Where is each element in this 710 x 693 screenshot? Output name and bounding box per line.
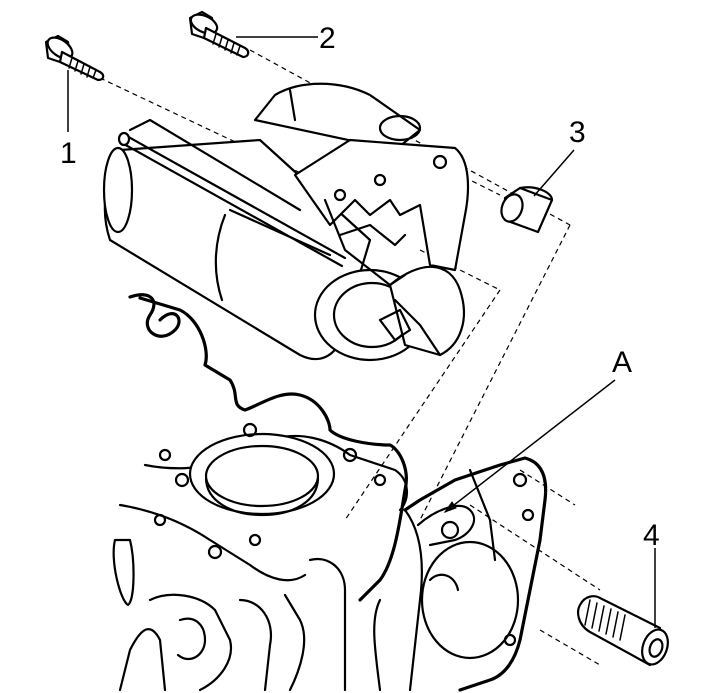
bolt-2 — [188, 10, 250, 59]
starter-motor — [102, 82, 470, 362]
callout-1-label: 1 — [60, 137, 77, 170]
callout-2-label: 2 — [319, 22, 336, 55]
callout-4-label: 4 — [643, 519, 660, 552]
engine-block — [112, 293, 548, 692]
callout-3-label: 3 — [569, 116, 586, 149]
stud-4 — [577, 595, 669, 667]
bushing-3 — [500, 186, 554, 234]
bell-housing-opening — [420, 540, 520, 660]
callout-a-label: A — [612, 346, 632, 379]
bolt-1 — [44, 34, 105, 82]
leader-lines — [67, 36, 656, 628]
